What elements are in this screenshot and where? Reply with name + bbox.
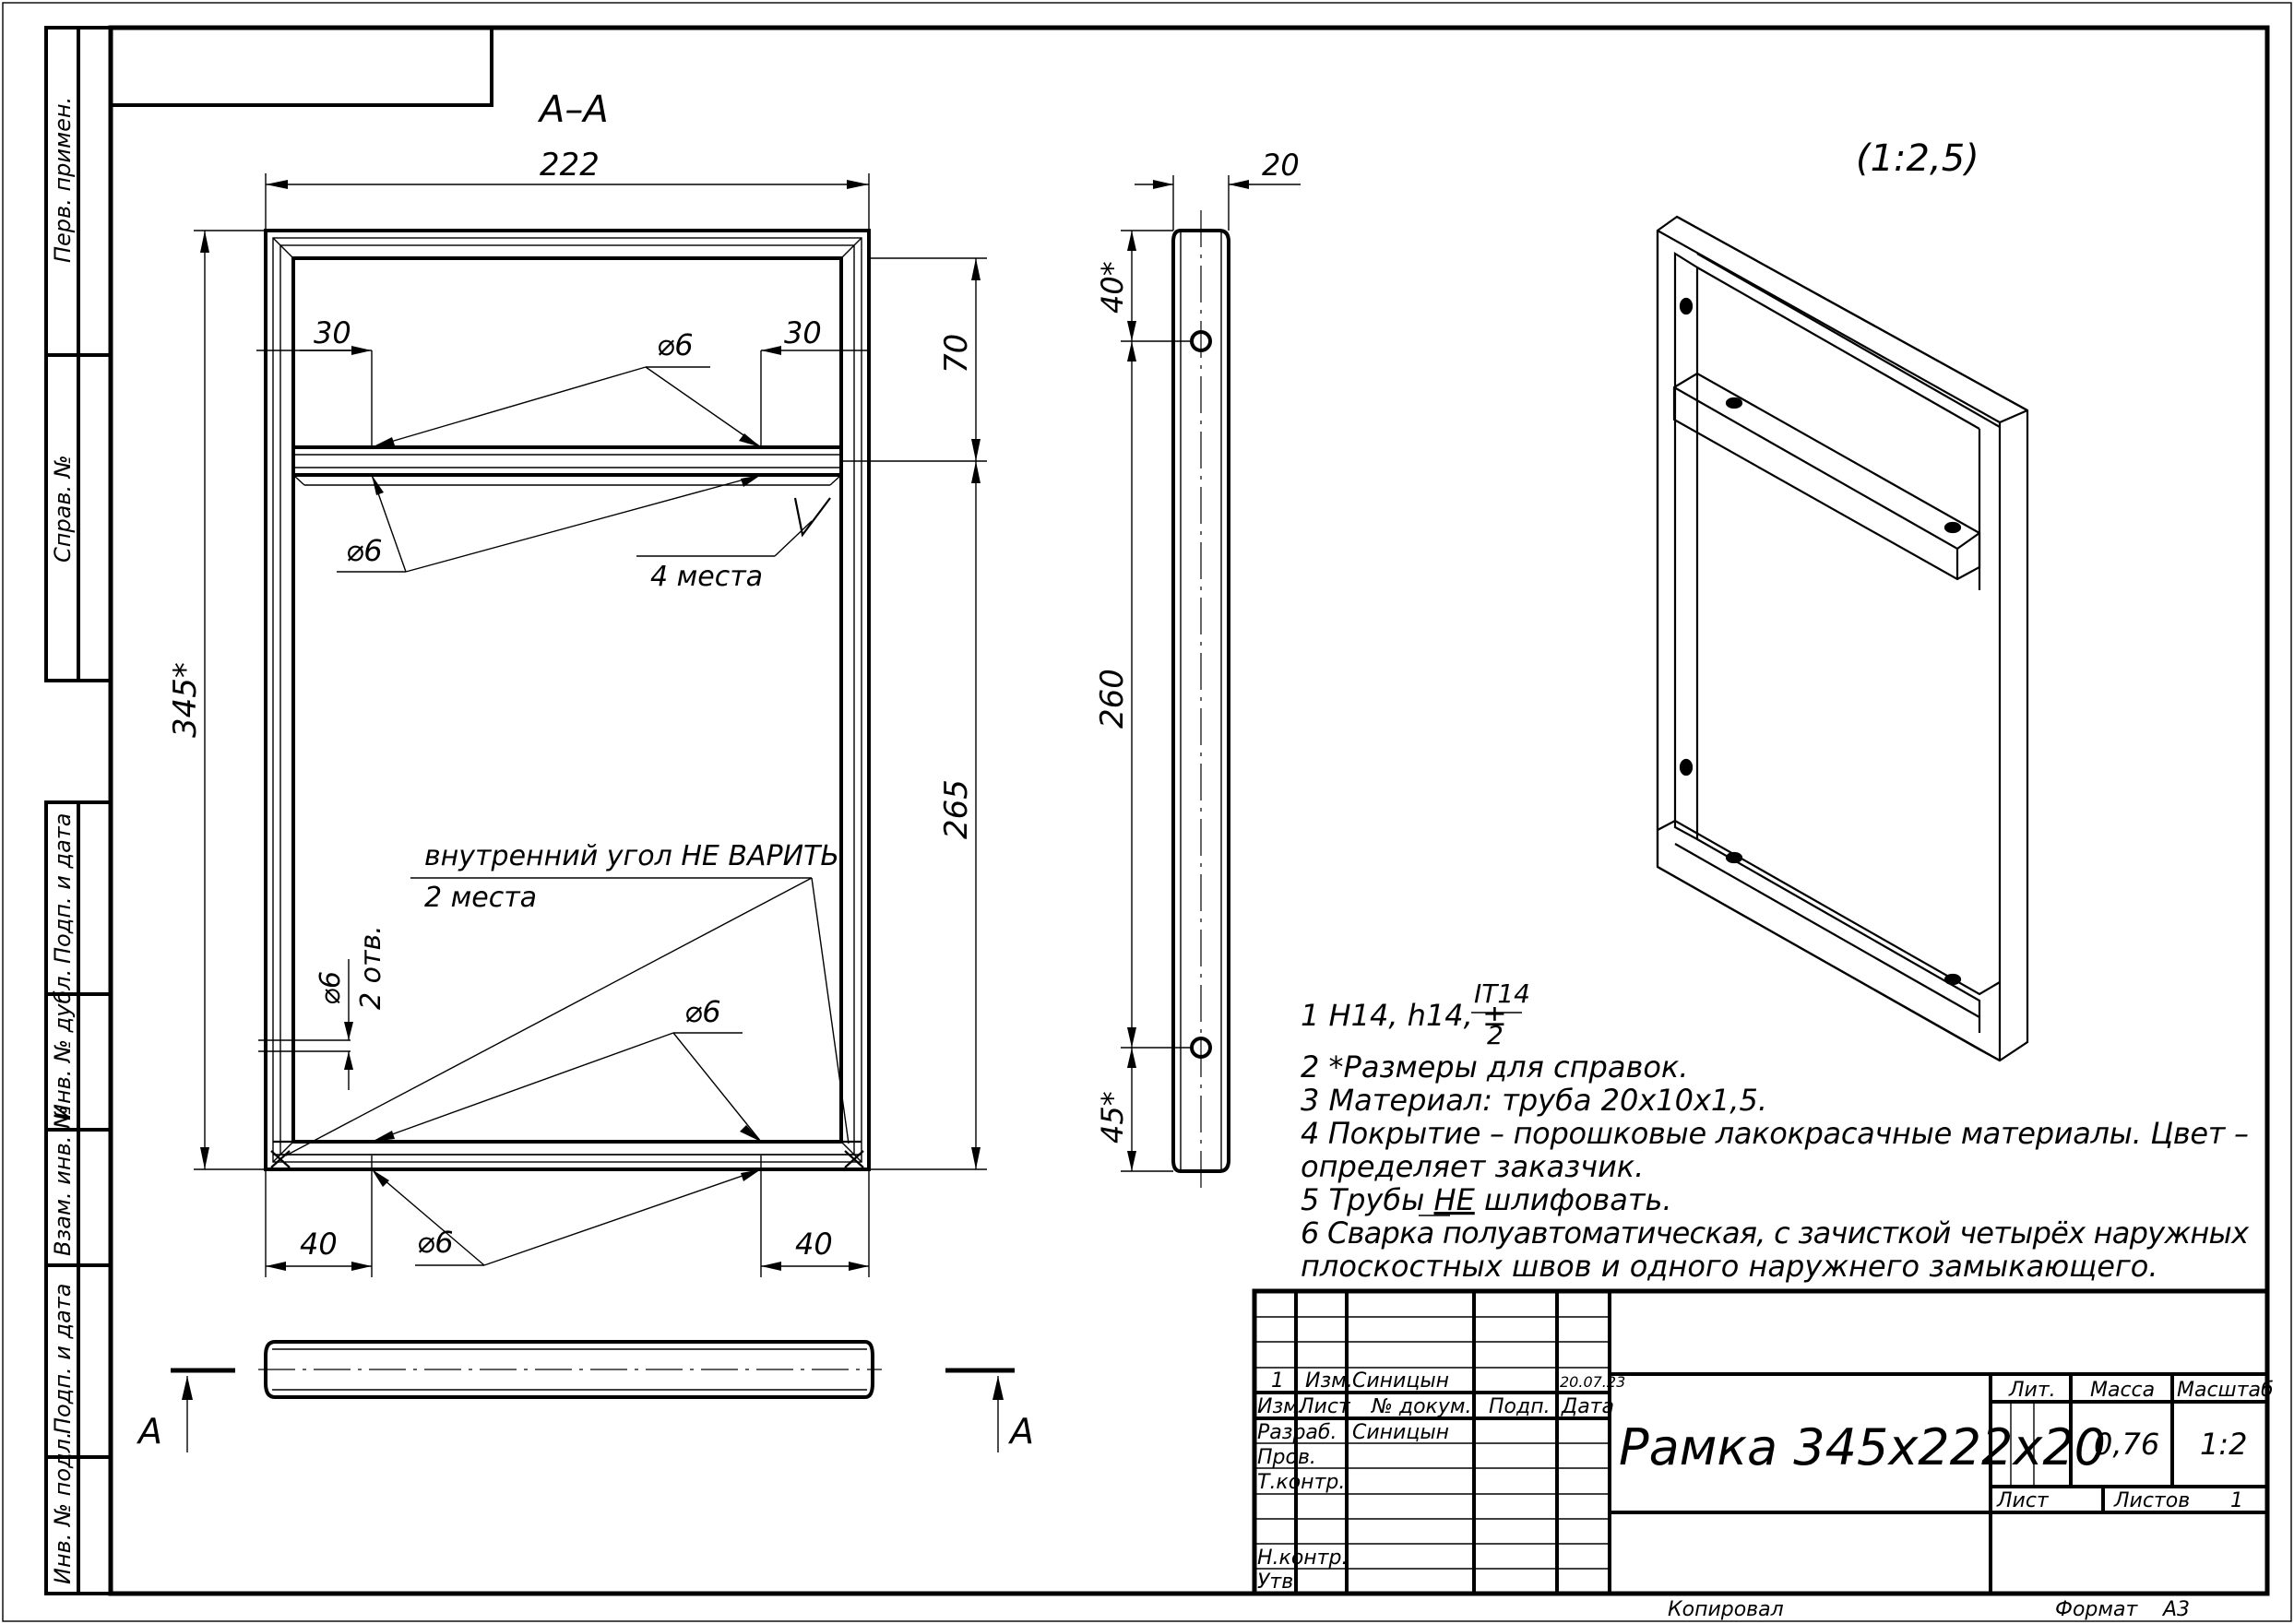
dim-30-left: 30: [314, 315, 351, 350]
note-5-ne: НЕ: [1434, 1182, 1476, 1217]
dim-222-label: 222: [540, 147, 600, 184]
dim-345-label: 345*: [167, 662, 204, 738]
title-block: 1 Изм. Синицын 20.07.23 Изм. Лист № доку…: [1252, 1288, 2274, 1621]
note-6a: 6 Сварка полуавтоматическая, с зачисткой…: [1301, 1215, 2250, 1251]
left-side-stamp: Перв. примен. Справ. № Подп. и дата Инв.…: [44, 26, 113, 1595]
note-5-post: шлифовать.: [1475, 1182, 1672, 1217]
tb-kopiroval: Копировал: [1668, 1598, 1784, 1621]
stamp-vzam-inv: Взам. инв. №: [50, 1106, 76, 1256]
tb-rev-author: Синицын: [1352, 1369, 1449, 1393]
note-5: 5 Трубы НЕ шлифовать.: [1301, 1182, 1672, 1217]
dim-265-label: 265: [938, 779, 975, 839]
tb-h-podp: Подп.: [1489, 1395, 1551, 1418]
weld-note-text: внутренний угол НЕ ВАРИТЬ: [424, 840, 839, 872]
note-4a: 4 Покрытие – порошковые лакокрасачные ма…: [1301, 1116, 2249, 1151]
section-mark-right: А: [1007, 1411, 1034, 1452]
dim-30-right: 30: [784, 315, 822, 350]
dim-20-label: 20: [1262, 148, 1300, 183]
isometric-view: [1656, 215, 2029, 1062]
stamp-inv-dubl: Инв. № дубл.: [50, 969, 76, 1120]
tb-format-value: А3: [2161, 1598, 2190, 1621]
dim-right-chain: 70 265: [841, 257, 987, 1170]
technical-notes: 1 H14, h14, ± IT14 2 2 *Размеры для спра…: [1301, 978, 2250, 1284]
iso-scale-note: (1:2,5): [1856, 137, 1979, 180]
section-label: А–А: [537, 89, 609, 131]
tb-prov: Пров.: [1257, 1446, 1316, 1469]
drawing-frame: [108, 25, 2270, 1596]
dim-40-right: 40: [795, 1227, 833, 1262]
tb-list: Лист: [1996, 1489, 2050, 1512]
tb-nkontr: Н.контр.: [1257, 1547, 1348, 1570]
dim-side-chain: 40* 260 45*: [1094, 230, 1173, 1172]
tb-rev-num: 1: [1271, 1369, 1284, 1393]
section-mark-left: А: [136, 1411, 162, 1452]
dim-45star-label: 45*: [1095, 1091, 1130, 1144]
tb-rev-date: 20.07.23: [1560, 1373, 1625, 1391]
dim-width-222: 222: [265, 147, 870, 231]
stamp-podp-data-2: Подп. и дата: [50, 1284, 76, 1435]
stamp-sprav-no: Справ. №: [50, 455, 76, 563]
note-1-prefix: 1 H14, h14, ±: [1301, 998, 1507, 1033]
note-3: 3 Материал: труба 20х10х1,5.: [1301, 1083, 1767, 1118]
note-4b: определяет заказчик.: [1301, 1149, 1644, 1184]
weld-places-text: 2 места: [424, 882, 537, 914]
note-1-denominator: 2: [1487, 1020, 1504, 1050]
stamp-perv-primen: Перв. примен.: [50, 97, 76, 263]
dim-4-places: 4 места: [650, 561, 763, 593]
dim-phi6-left: ⌀6: [346, 533, 383, 568]
dim-bottom-phi6: ⌀6 ⌀6: [371, 994, 762, 1266]
dim-height-345: 345*: [167, 230, 266, 1170]
tb-h-data: Дата: [1561, 1395, 1614, 1418]
tb-utv: Утв.: [1257, 1571, 1300, 1594]
dim-260-label: 260: [1094, 669, 1131, 729]
tb-tkontr: Т.контр.: [1257, 1471, 1345, 1494]
dim-phi6-bottom-left: ⌀6: [417, 1225, 454, 1260]
dim-bottom-40: 40 40: [265, 1156, 870, 1277]
top-left-code-box: [111, 28, 493, 107]
tb-razrab-name: Синицын: [1352, 1421, 1449, 1444]
tb-h-list: Лист: [1298, 1395, 1351, 1418]
bottom-tube-view: А А: [136, 1340, 1034, 1452]
dim-phi6-top: ⌀6: [657, 327, 694, 362]
note-6b: плоскостных швов и одного наружнего замы…: [1301, 1249, 2158, 1284]
tb-massa: Масса: [2090, 1379, 2155, 1402]
tb-format: Формат: [2055, 1598, 2138, 1621]
tb-title: Рамка 345х222х20: [1619, 1418, 2106, 1476]
dim-top-holes: 30 30 ⌀6 ⌀6 4 места: [256, 315, 869, 593]
tb-listov: Листов: [2113, 1489, 2190, 1512]
tb-lit: Лит.: [2008, 1379, 2056, 1402]
note-5-pre: 5 Трубы: [1301, 1182, 1434, 1217]
tb-scale-value: 1:2: [2200, 1427, 2248, 1462]
dim-70-label: 70: [938, 334, 975, 373]
holes-count-label: 2 отв.: [355, 925, 387, 1010]
tb-razrab: Разраб.: [1257, 1421, 1337, 1444]
tb-masshtab: Масштаб: [2177, 1379, 2274, 1402]
tb-h-doc: № докум.: [1371, 1395, 1471, 1418]
dim-side-20: 20: [1135, 148, 1301, 231]
note-1-numerator: IT14: [1474, 978, 1530, 1009]
weld-note: внутренний угол НЕ ВАРИТЬ 2 места: [285, 840, 850, 1156]
tb-rev-izm: Изм.: [1305, 1369, 1353, 1393]
tb-mass-value: 0,76: [2094, 1427, 2159, 1462]
dim-40-left: 40: [300, 1227, 338, 1262]
tb-listov-value: 1: [2230, 1489, 2243, 1512]
holes-phi-label: ⌀6: [315, 971, 347, 1005]
dim-bottom-holes-vertical: ⌀6 2 отв.: [258, 925, 387, 1090]
stamp-inv-podl: Инв. № подл.: [50, 1431, 76, 1584]
section-view-frame: А–А: [264, 89, 871, 1171]
side-view-tube: [1121, 210, 1230, 1190]
note-2: 2 *Размеры для справок.: [1301, 1049, 1688, 1085]
stamp-podp-data-1: Подп. и дата: [50, 813, 76, 965]
dim-phi6-bottom: ⌀6: [684, 994, 721, 1029]
tb-h-izm: Изм.: [1257, 1395, 1305, 1418]
dim-40star-label: 40*: [1095, 261, 1130, 314]
